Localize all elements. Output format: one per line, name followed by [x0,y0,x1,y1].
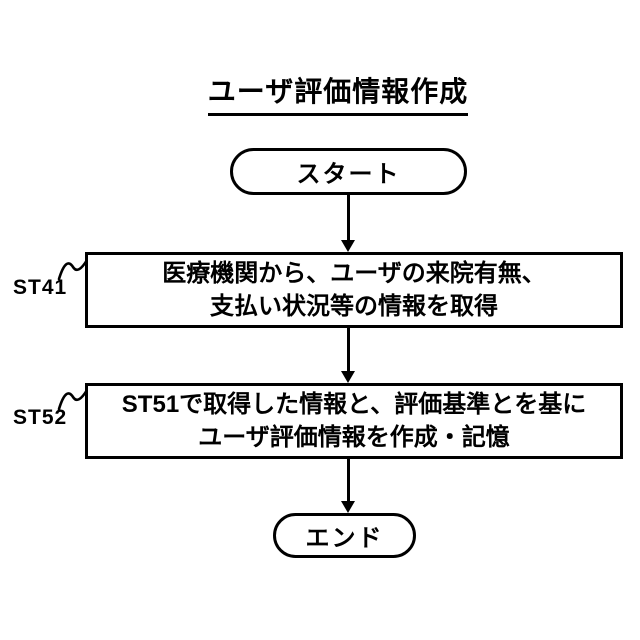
process-box-st41: 医療機関から、ユーザの来院有無、 支払い状況等の情報を取得 [85,252,623,328]
process-text-line: ST51で取得した情報と、評価基準とを基に [121,391,587,418]
flow-arrow-st41-to-st52 [341,328,355,383]
step-ref-label-st41: ST41 [13,276,68,299]
process-text-line: ユーザ評価情報を作成・記憶 [198,424,510,451]
arrow-line [346,459,350,503]
end-terminal: エンド [273,513,416,558]
process-text-line: 医療機関から、ユーザの来院有無、 [162,260,546,287]
end-terminal-label: エンド [305,525,384,552]
reference-squiggle-icon [57,258,89,281]
arrow-head-icon [341,501,355,513]
process-box-st52: ST51で取得した情報と、評価基準とを基に ユーザ評価情報を作成・記憶 [85,383,623,459]
reference-squiggle-icon [57,388,89,411]
arrow-line [346,328,350,373]
start-terminal: スタート [230,148,467,195]
figure-title: ユーザ評価情報作成 [207,70,469,116]
arrow-head-icon [341,371,355,383]
arrow-line [346,194,350,242]
process-text-line: 支払い状況等の情報を取得 [210,293,498,320]
arrow-head-icon [341,240,355,252]
step-ref-label-st52: ST52 [13,406,68,429]
flow-arrow-st52-to-end [341,459,355,513]
flow-arrow-start-to-st41 [341,194,355,252]
title-row: ユーザ評価情報作成 [18,70,640,116]
start-terminal-label: スタート [296,161,401,188]
